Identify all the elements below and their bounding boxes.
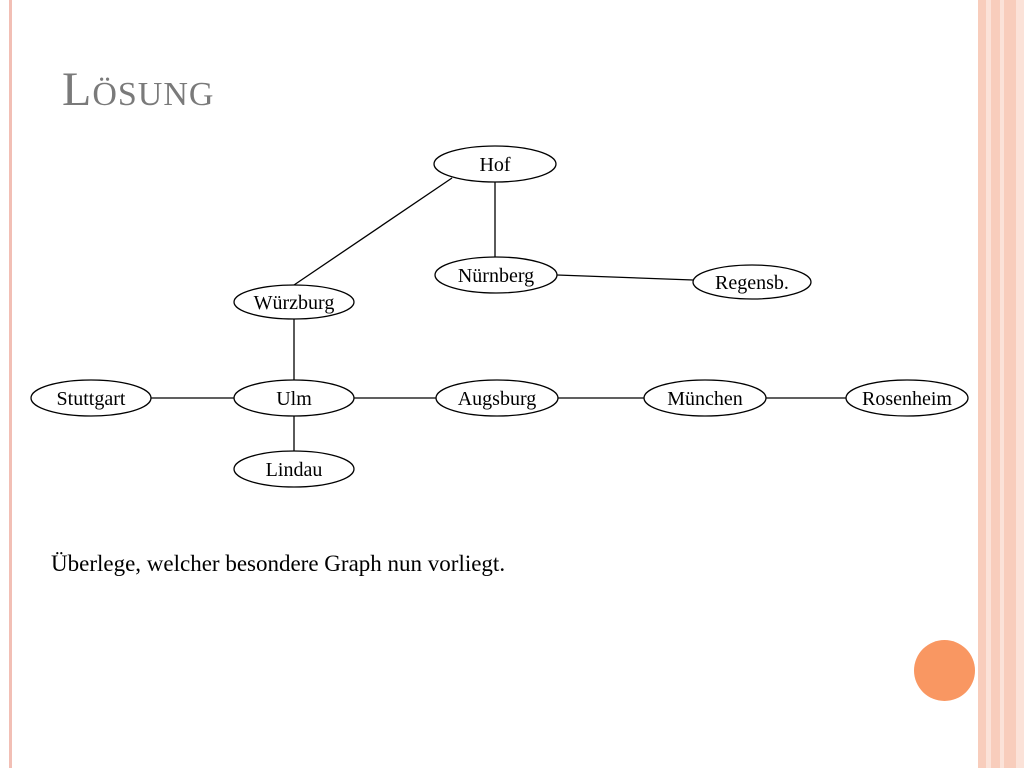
node-regensburg: Regensb. bbox=[692, 264, 812, 300]
node-label: Lindau bbox=[266, 459, 323, 481]
node-wuerzburg: Würzburg bbox=[233, 284, 355, 320]
node-stuttgart: Stuttgart bbox=[30, 379, 152, 417]
edge-hof-wuerzburg bbox=[293, 177, 453, 286]
node-label: Stuttgart bbox=[57, 388, 126, 410]
graph-edges bbox=[151, 177, 846, 451]
right-border-stripe bbox=[986, 0, 991, 768]
node-rosenheim: Rosenheim bbox=[845, 379, 969, 417]
node-lindau: Lindau bbox=[233, 450, 355, 488]
node-augsburg: Augsburg bbox=[435, 379, 559, 417]
node-label: Ulm bbox=[276, 388, 312, 410]
edge-nuernberg-regensburg bbox=[556, 274, 694, 281]
node-ellipse bbox=[30, 379, 152, 417]
node-label: Würzburg bbox=[254, 292, 335, 314]
right-border-stripe bbox=[1000, 0, 1004, 768]
node-label: Regensb. bbox=[715, 272, 789, 294]
node-ellipse bbox=[233, 284, 355, 320]
node-ellipse bbox=[435, 379, 559, 417]
node-ellipse bbox=[643, 379, 767, 417]
node-ellipse bbox=[845, 379, 969, 417]
left-border-stripe bbox=[9, 0, 12, 768]
slide-title: Lösung bbox=[62, 63, 215, 116]
right-border-stripe bbox=[1016, 0, 1024, 768]
node-label: Rosenheim bbox=[862, 388, 952, 410]
question-text: Überlege, welcher besondere Graph nun vo… bbox=[51, 551, 506, 576]
right-border-stripe bbox=[978, 0, 986, 768]
node-label: Nürnberg bbox=[458, 265, 534, 287]
right-border-stripe bbox=[991, 0, 1000, 768]
node-label: München bbox=[667, 388, 743, 410]
node-ulm: Ulm bbox=[233, 379, 355, 417]
node-ellipse bbox=[692, 264, 812, 300]
right-border-stripe bbox=[1004, 0, 1016, 768]
node-label: Hof bbox=[479, 154, 510, 176]
node-ellipse bbox=[233, 379, 355, 417]
decorative-orange-circle bbox=[914, 640, 975, 701]
node-muenchen: München bbox=[643, 379, 767, 417]
node-label: Augsburg bbox=[458, 388, 537, 410]
node-ellipse bbox=[434, 256, 558, 294]
node-hof: Hof bbox=[433, 145, 557, 183]
node-ellipse bbox=[433, 145, 557, 183]
node-ellipse bbox=[233, 450, 355, 488]
node-nuernberg: Nürnberg bbox=[434, 256, 558, 294]
